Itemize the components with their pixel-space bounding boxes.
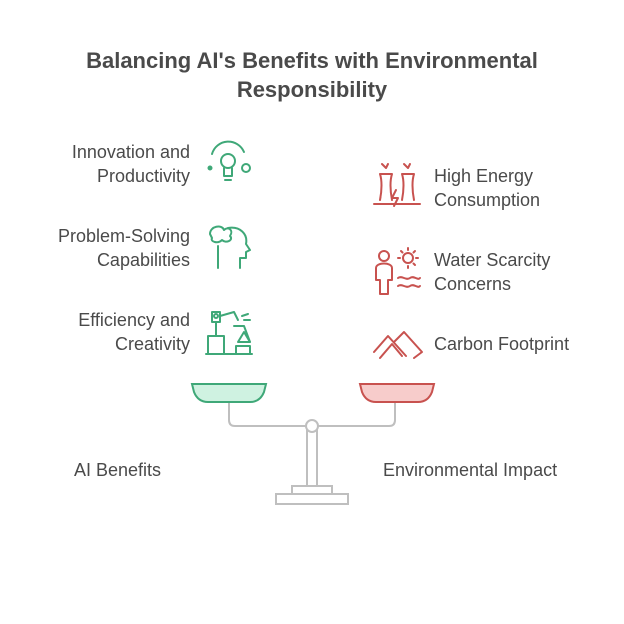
impact-pan	[358, 383, 436, 403]
robot-arm-icon	[204, 306, 254, 358]
impact-carbon-label: Carbon Footprint	[434, 332, 569, 356]
scale-pivot	[305, 419, 319, 433]
benefit-innovation-label: Innovation and Productivity	[72, 140, 190, 188]
benefit-problem-solving-line-1: Problem-Solving	[57, 226, 190, 246]
impact-heading: Environmental Impact	[383, 460, 558, 480]
benefit-problem-solving-label: Problem-Solving Capabilities	[58, 224, 190, 272]
footprint-icon	[372, 328, 424, 364]
impact-energy-line-2: Consumption	[434, 190, 541, 210]
benefit-innovation-line-2: Productivity	[96, 166, 190, 186]
title-line-1: Balancing AI's Benefits with Environment…	[86, 48, 538, 73]
benefit-problem-solving-line-2: Capabilities	[96, 250, 190, 270]
impact-carbon-line-1: Carbon Footprint	[434, 334, 570, 354]
title-line-2: Responsibility	[236, 77, 388, 102]
benefits-pan	[190, 383, 268, 403]
drought-icon	[370, 246, 422, 298]
benefit-efficiency-line-1: Efficiency and	[78, 310, 190, 330]
benefit-innovation-line-1: Innovation and	[71, 142, 190, 162]
benefits-heading: AI Benefits	[74, 460, 162, 480]
impact-water-line-2: Concerns	[434, 274, 512, 294]
brain-head-icon	[206, 222, 252, 272]
impact-energy-line-1: High Energy	[434, 166, 534, 186]
impact-water-line-1: Water Scarcity	[434, 250, 551, 270]
scale-pillar	[306, 427, 318, 487]
impact-energy-label: High Energy Consumption	[434, 164, 540, 212]
impact-water-label: Water Scarcity Concerns	[434, 248, 550, 296]
power-plant-icon	[372, 160, 422, 210]
benefit-efficiency-label: Efficiency and Creativity	[78, 308, 190, 356]
benefit-efficiency-line-2: Creativity	[114, 334, 190, 354]
diagram-title: Balancing AI's Benefits with Environment…	[0, 46, 624, 104]
lightbulb-icon	[204, 138, 252, 188]
scale-base	[275, 485, 349, 505]
